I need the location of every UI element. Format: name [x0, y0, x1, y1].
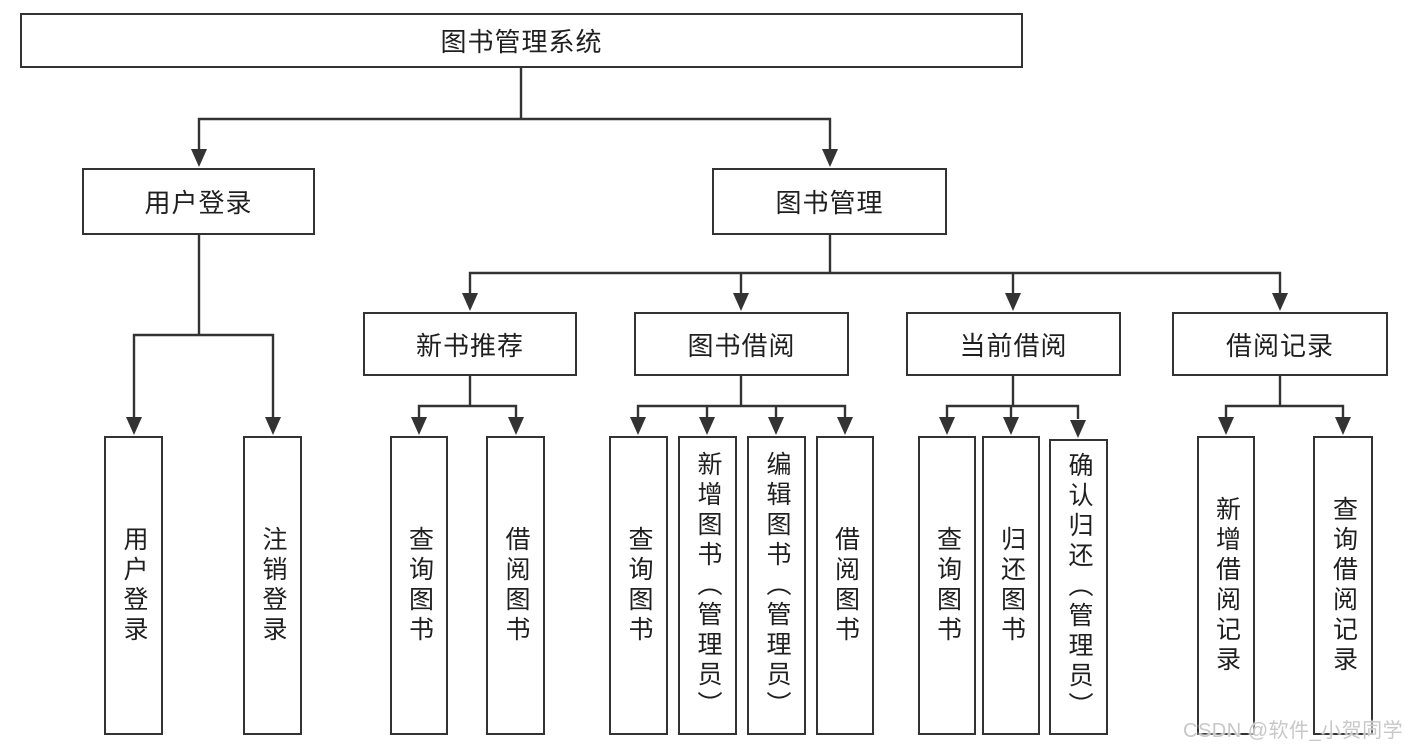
node-user-login: 用户登录: [82, 168, 315, 235]
watermark: CSDN @软件_小贺同学: [1183, 720, 1404, 742]
node-root: 图书管理系统: [20, 13, 1023, 68]
leaf-cb-return-books: 归还图书: [982, 436, 1040, 735]
leaf-user-login: 用户登录: [104, 436, 163, 735]
leaf-bb-borrow-books: 借阅图书: [816, 436, 874, 735]
node-new-book-recommendation: 新书推荐: [363, 312, 577, 376]
leaf-br-add-record: 新增借阅记录: [1197, 436, 1255, 735]
node-book-management: 图书管理: [712, 168, 947, 235]
leaf-logout: 注销登录: [243, 436, 302, 735]
node-borrowing-records: 借阅记录: [1172, 312, 1388, 376]
node-current-borrowing: 当前借阅: [906, 312, 1121, 376]
leaf-nb-borrow-books: 借阅图书: [486, 436, 545, 735]
leaf-br-query-record: 查询借阅记录: [1313, 436, 1373, 735]
leaf-bb-edit-books-admin: 编辑图书（管理员）: [747, 436, 806, 735]
leaf-cb-query-books: 查询图书: [918, 436, 976, 735]
leaf-bb-query-books: 查询图书: [609, 436, 668, 735]
leaf-cb-confirm-return-admin: 确认归还（管理员）: [1049, 439, 1108, 735]
node-book-borrowing: 图书借阅: [634, 312, 849, 376]
leaf-nb-query-books: 查询图书: [390, 436, 448, 735]
leaf-bb-add-books-admin: 新增图书（管理员）: [678, 436, 737, 735]
